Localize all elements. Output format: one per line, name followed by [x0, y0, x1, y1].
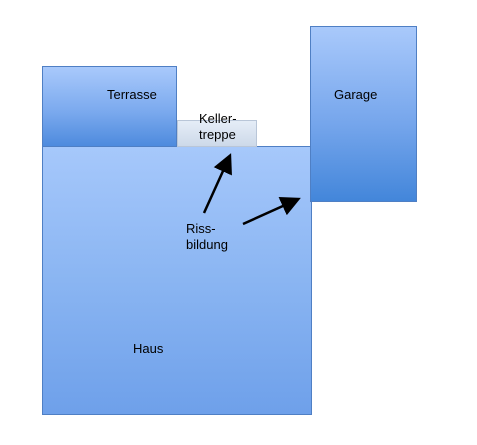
- kellertreppe-block: [177, 120, 257, 147]
- haus-block: [42, 146, 312, 415]
- kellertreppe-label-line1: Keller-: [199, 111, 237, 126]
- kellertreppe-label: Keller- treppe: [199, 111, 237, 143]
- terrasse-block: [42, 66, 177, 150]
- terrasse-label: Terrasse: [107, 87, 157, 102]
- arrow-to-kellertreppe: [202, 153, 232, 214]
- kellertreppe-label-line2: treppe: [199, 127, 236, 142]
- garage-label: Garage: [334, 87, 378, 102]
- arrow-to-garage: [242, 197, 301, 226]
- rissbildung-label-line1: Riss-: [186, 221, 216, 236]
- haus-label: Haus: [133, 341, 164, 356]
- rissbildung-label-line2: bildung: [186, 237, 228, 252]
- garage-block: [310, 26, 417, 202]
- rissbildung-label: Riss- bildung: [186, 221, 228, 253]
